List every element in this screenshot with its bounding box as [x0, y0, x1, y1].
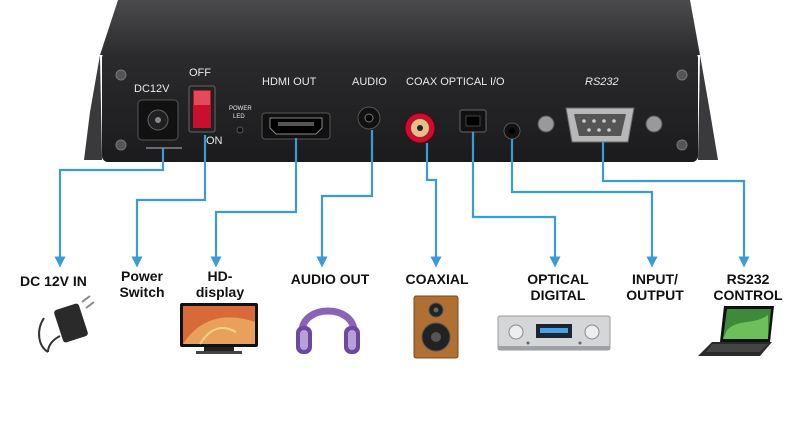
device-top: [100, 0, 700, 55]
line-hd-display: [210, 138, 298, 268]
label-hd: HD-: [208, 268, 233, 284]
panel-power-led-label-2: LED: [233, 114, 245, 120]
power-adapter-icon: [38, 295, 95, 353]
line-coaxial: [425, 143, 442, 268]
connector-lines: [54, 130, 750, 268]
panel-coax-optical-label: COAX OPTICAL I/O: [406, 76, 505, 88]
rear-panel: [102, 52, 698, 162]
panel-hdmi-label: HDMI OUT: [262, 76, 317, 88]
left-flange: [84, 55, 102, 160]
audio-jack: [357, 106, 381, 130]
optical-port: [459, 109, 487, 133]
label-input: INPUT/: [632, 271, 678, 287]
label-power: Power: [121, 268, 164, 284]
label-dc-in: DC 12V IN: [20, 273, 87, 289]
amplifier-icon: [497, 315, 611, 351]
label-display: display: [196, 284, 244, 300]
line-audio-out: [316, 130, 374, 268]
device-box: [84, 0, 718, 162]
right-flange: [698, 55, 718, 160]
coax-port: [404, 112, 436, 144]
io-jack: [503, 122, 521, 140]
line-rs232: [601, 142, 750, 268]
label-coaxial: COAXIAL: [406, 271, 469, 287]
power-led: [236, 126, 244, 134]
screw-icon: [676, 69, 688, 81]
label-audio-out: AUDIO OUT: [291, 271, 370, 287]
panel-dc-label: DC12V: [134, 83, 170, 95]
line-io: [510, 139, 658, 268]
screw-icon: [676, 139, 688, 151]
label-optical: OPTICAL: [527, 271, 589, 287]
panel-power-led-label: POWER: [229, 106, 252, 112]
line-power-switch: [131, 135, 207, 268]
label-output: OUTPUT: [626, 287, 684, 303]
speaker-icon: [413, 295, 459, 359]
panel-on-label: ON: [206, 135, 223, 147]
panel-off-label: OFF: [189, 67, 211, 79]
label-switch: Switch: [119, 284, 164, 300]
power-switch[interactable]: [188, 85, 216, 133]
tv-icon: [180, 303, 258, 354]
panel-rs232-label: RS232: [585, 76, 619, 88]
line-dc-in: [54, 148, 165, 268]
laptop-icon: [698, 306, 774, 356]
screw-icon: [115, 69, 127, 81]
label-control: CONTROL: [713, 287, 783, 303]
line-optical: [471, 132, 561, 268]
label-rs232: RS232: [727, 271, 770, 287]
label-digital: DIGITAL: [531, 287, 586, 303]
headphones-icon: [296, 307, 360, 354]
rs232-port: [537, 107, 663, 143]
panel-audio-label: AUDIO: [352, 76, 387, 88]
hdmi-port: [261, 112, 331, 140]
screw-icon: [115, 139, 127, 151]
